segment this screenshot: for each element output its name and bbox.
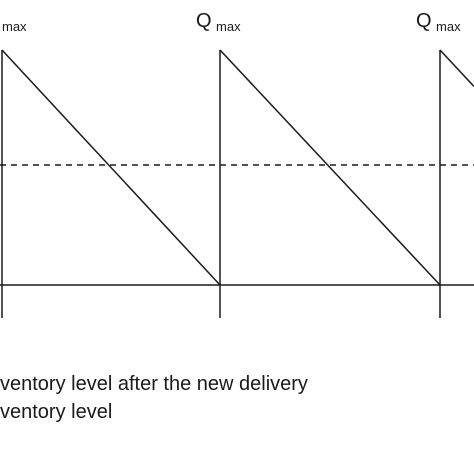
legend-line-2: ventory level <box>0 401 113 423</box>
depletion-line-1 <box>1 49 221 286</box>
qmax-label-1: Q max <box>196 10 241 34</box>
legend-line-1: ventory level after the new delivery <box>0 373 308 395</box>
qmax-label-2: Q max <box>416 10 461 34</box>
qmax-label-2-sub: max <box>436 19 461 34</box>
qmax-label-partial-sub: max <box>2 19 27 34</box>
depletion-line-2 <box>219 49 441 286</box>
qmax-label-partial: max <box>2 19 27 34</box>
qmax-label-1-main: Q <box>196 10 212 32</box>
qmax-label-1-sub: max <box>216 19 241 34</box>
qmax-label-2-main: Q <box>416 10 432 32</box>
depletion-line-3 <box>439 49 474 88</box>
